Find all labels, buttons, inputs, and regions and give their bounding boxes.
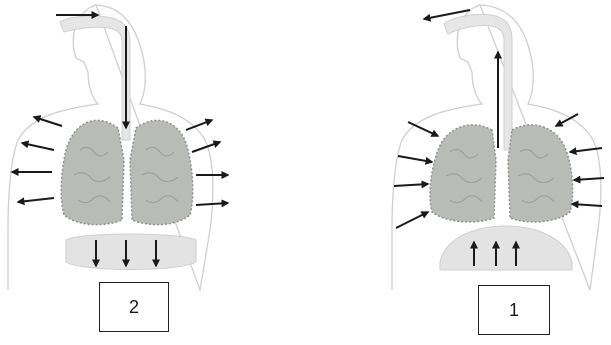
lung-left-r: [130, 120, 193, 224]
arrow-icon: [394, 184, 428, 186]
arrow-icon: [196, 203, 228, 205]
arrow-icon: [22, 143, 54, 150]
arrow-icon: [18, 198, 54, 202]
lung-right-l: [430, 125, 496, 222]
label-text: 1: [509, 300, 519, 321]
label-box-1: 1: [478, 285, 550, 335]
diaphragm-right: [440, 226, 572, 270]
arrow-icon: [398, 156, 432, 162]
label-box-2: 2: [99, 282, 169, 332]
arrow-icon: [34, 117, 62, 126]
lung-right-r: [508, 125, 573, 222]
label-text: 2: [129, 297, 139, 318]
figure-right: [392, 5, 604, 290]
arrow-icon: [396, 212, 428, 228]
arrow-icon: [186, 120, 212, 130]
lung-left-l: [61, 120, 124, 224]
diaphragm-left: [66, 234, 196, 270]
figure-left: [8, 5, 228, 290]
arrow-icon: [572, 204, 602, 206]
arrow-icon: [574, 178, 604, 180]
arrow-icon: [408, 122, 438, 136]
